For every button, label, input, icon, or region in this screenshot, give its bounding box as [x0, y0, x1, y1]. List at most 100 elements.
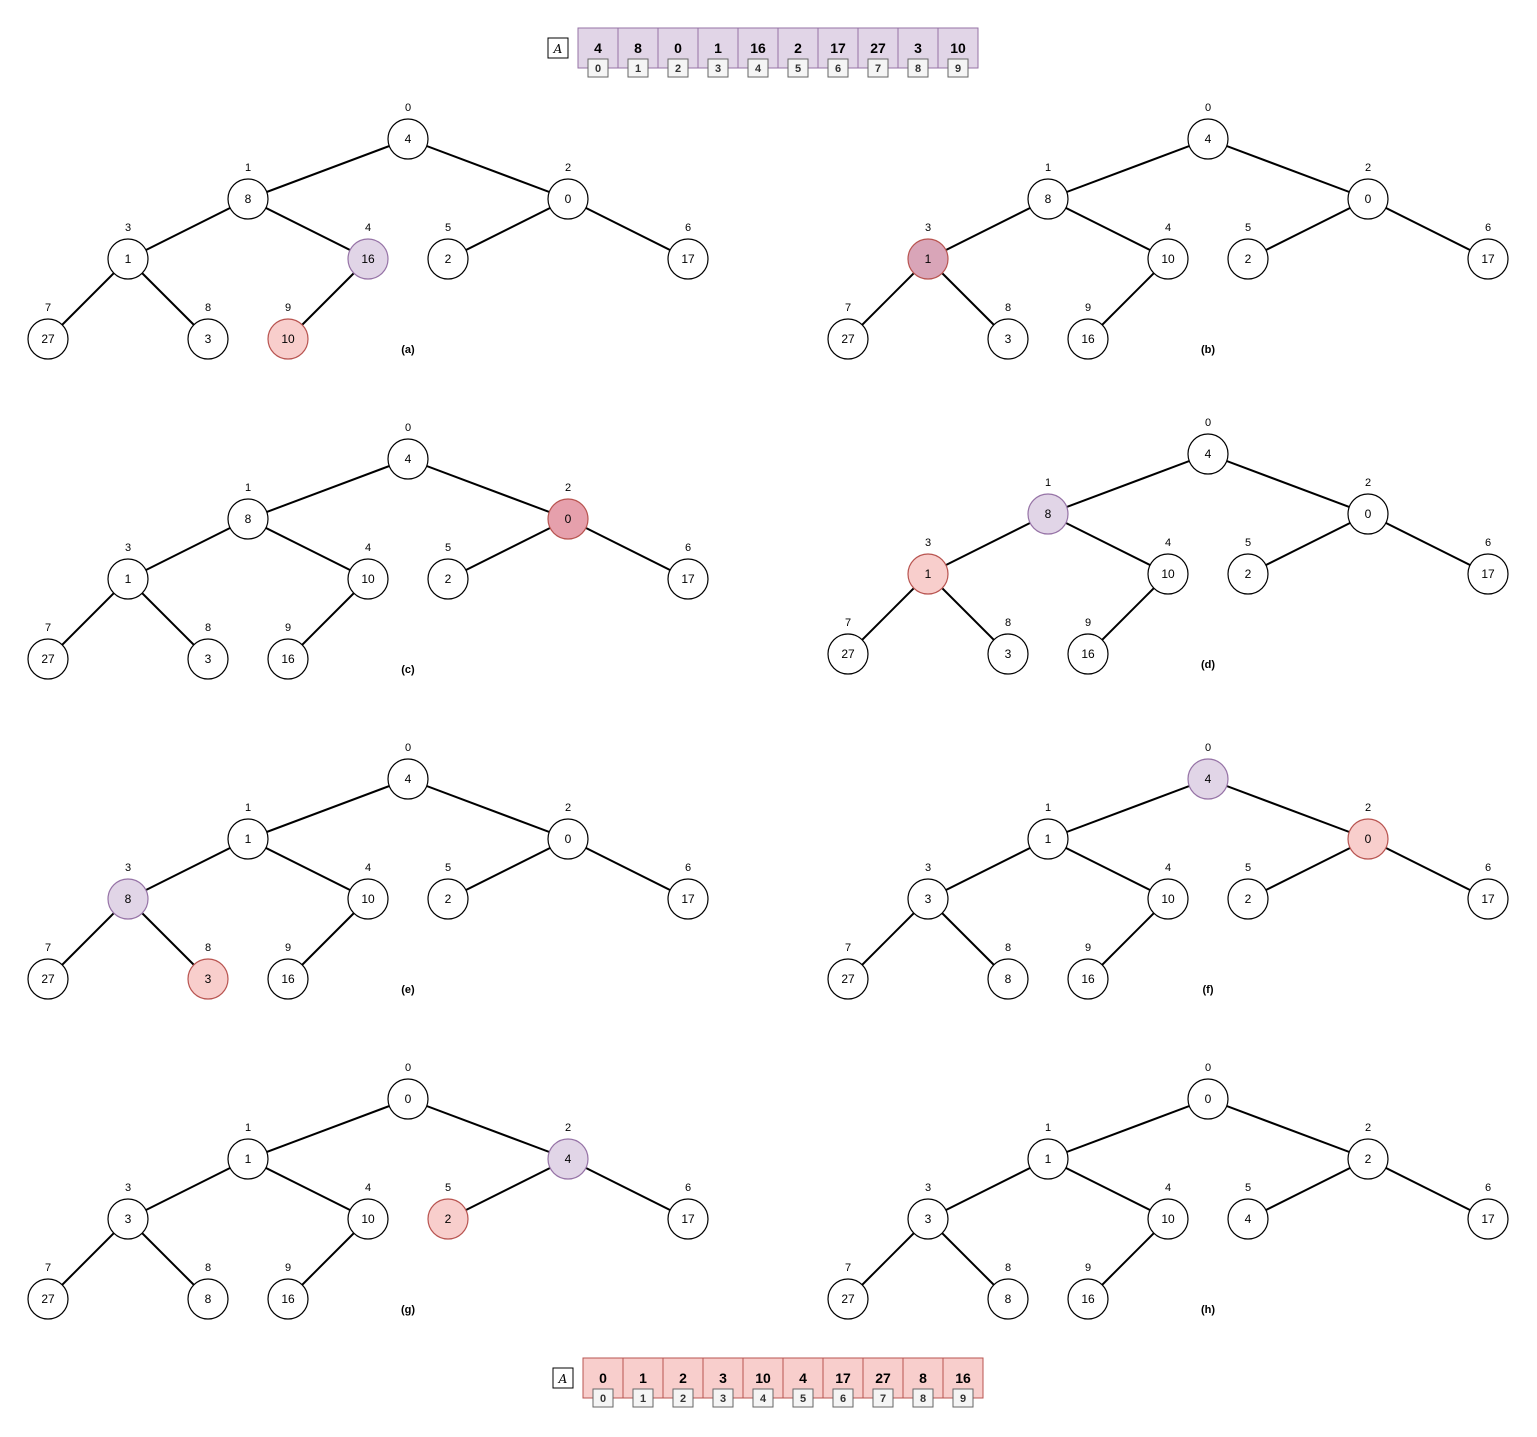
tree-node: 02	[547, 802, 589, 860]
node-circle	[387, 758, 429, 800]
tree-node: 38	[187, 622, 229, 680]
tree-edge	[247, 1158, 369, 1220]
node-value: 4	[1205, 447, 1212, 461]
array-index-box	[627, 58, 649, 78]
tree-node: 40	[387, 102, 429, 160]
tree-node: 169	[1067, 617, 1109, 675]
array-cell-value: 17	[835, 1370, 851, 1386]
node-value: 4	[1205, 772, 1212, 786]
node-circle	[547, 178, 589, 220]
array-index-box	[747, 58, 769, 78]
array-index-box	[787, 58, 809, 78]
node-circle	[827, 633, 869, 675]
tree-caption: (g)	[401, 1304, 415, 1316]
tree-node: 109	[267, 302, 309, 360]
tree-node: 11	[1027, 1122, 1069, 1180]
tree-edge	[447, 838, 569, 900]
array-index: 6	[840, 1393, 846, 1405]
array-cell: 40	[577, 27, 619, 78]
array-index-box	[912, 1388, 934, 1408]
tree-node: 25	[1227, 537, 1269, 595]
tree-node: 176	[667, 862, 709, 920]
tree-node: 13	[907, 537, 949, 595]
node-circle	[1027, 178, 1069, 220]
tree-edge	[1247, 1158, 1369, 1220]
tree-edge	[247, 518, 369, 580]
node-index: 8	[205, 1262, 211, 1274]
tree-edge	[927, 1158, 1049, 1220]
node-circle	[267, 318, 309, 360]
node-index: 8	[1005, 942, 1011, 954]
node-value: 0	[1365, 832, 1372, 846]
tree-node: 169	[267, 1262, 309, 1320]
node-index: 5	[1245, 1182, 1251, 1194]
tree-node: 11	[1027, 802, 1069, 860]
node-circle	[907, 238, 949, 280]
tree-node: 104	[1147, 222, 1189, 280]
node-index: 0	[1205, 1062, 1211, 1074]
node-circle	[347, 558, 389, 600]
tree-node: 104	[1147, 862, 1189, 920]
tree-node: 40	[387, 742, 429, 800]
tree-edge	[247, 838, 369, 900]
node-index: 5	[1245, 862, 1251, 874]
node-index: 0	[405, 1062, 411, 1074]
node-index: 1	[1045, 1122, 1051, 1134]
node-circle	[1467, 238, 1509, 280]
node-circle	[827, 958, 869, 1000]
node-index: 1	[245, 802, 251, 814]
node-circle	[27, 638, 69, 680]
tree-edge	[407, 138, 569, 200]
node-value: 16	[1081, 647, 1095, 661]
node-index: 1	[245, 482, 251, 494]
tree-node: 25	[1227, 222, 1269, 280]
array-cell: 45	[782, 1357, 824, 1408]
tree-node: 176	[1467, 862, 1509, 920]
node-circle	[1147, 238, 1189, 280]
tree-node: 33	[107, 1182, 149, 1240]
tree-node: 13	[107, 542, 149, 600]
array-label-box	[547, 37, 569, 59]
node-circle	[1467, 553, 1509, 595]
array-cell: 38	[897, 27, 939, 78]
tree-node: 169	[1067, 302, 1109, 360]
array-label: A	[553, 42, 563, 56]
array-cell-value: 1	[639, 1370, 647, 1386]
node-value: 0	[405, 1092, 412, 1106]
node-circle	[27, 958, 69, 1000]
tree-edge	[1047, 1158, 1169, 1220]
node-index: 8	[205, 302, 211, 314]
node-value: 8	[1045, 507, 1052, 521]
node-circle	[187, 958, 229, 1000]
node-value: 0	[1365, 507, 1372, 521]
node-value: 4	[1245, 1212, 1252, 1226]
node-value: 0	[565, 192, 572, 206]
array-index-box	[827, 58, 849, 78]
tree-node: 25	[427, 1182, 469, 1240]
node-value: 10	[361, 1212, 375, 1226]
node-value: 17	[1481, 252, 1495, 266]
node-index: 5	[445, 222, 451, 234]
tree-edge	[127, 518, 249, 580]
array-cell: 81	[617, 27, 659, 78]
tree-edge	[407, 1098, 569, 1160]
array-index: 5	[795, 63, 801, 75]
tree-node: 277	[27, 622, 69, 680]
array-cell-value: 3	[719, 1370, 727, 1386]
array-cell-value: 0	[599, 1370, 607, 1386]
node-circle	[667, 1198, 709, 1240]
node-value: 3	[205, 972, 212, 986]
node-value: 0	[565, 512, 572, 526]
node-value: 17	[1481, 892, 1495, 906]
node-circle	[227, 178, 269, 220]
tree-edge	[1047, 513, 1169, 575]
node-value: 27	[841, 332, 855, 346]
tree-node: 11	[227, 1122, 269, 1180]
tree-edge	[1047, 778, 1209, 840]
tree-node: 33	[907, 1182, 949, 1240]
array-cell-value: 10	[755, 1370, 771, 1386]
node-index: 7	[45, 1262, 51, 1274]
